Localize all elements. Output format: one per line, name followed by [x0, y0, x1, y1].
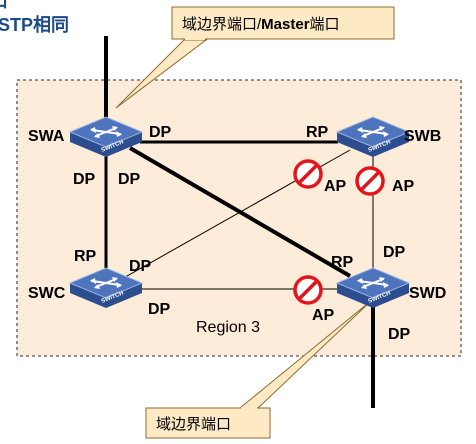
block-icon-swb-right: [355, 166, 385, 196]
callout-top-text2: Master: [261, 16, 310, 33]
switch-swa-icon: SWITCH: [69, 116, 143, 158]
switch-swc-icon: SWITCH: [69, 267, 143, 309]
region-label: Region 3: [196, 319, 260, 336]
callout-top: 域边界端口/Master端口: [115, 6, 395, 109]
port-swd-ap: AP: [312, 307, 335, 324]
port-swb-ap-right: AP: [392, 178, 415, 195]
title-line1: 口: [0, 0, 8, 11]
block-icon-swb-left: [293, 159, 323, 189]
title-line2: STP相同: [0, 15, 69, 35]
region-box: [16, 79, 462, 357]
switch-swd-name: SWD: [409, 285, 446, 302]
callout-bottom-text: 域边界端口: [156, 416, 231, 433]
port-swc-top: RP: [74, 248, 97, 265]
callout-bottom: 域边界端口: [145, 299, 373, 439]
port-swd-top-left: RP: [331, 254, 354, 271]
port-swa-bottom-right: DP: [118, 171, 141, 188]
switch-swb-name: SWB: [404, 128, 441, 145]
port-swb-left: RP: [306, 124, 329, 141]
switch-swa-name: SWA: [28, 128, 65, 145]
switch-swc-name: SWC: [28, 285, 66, 302]
port-swc-upper-right: DP: [129, 258, 152, 275]
port-swb-ap-left: AP: [324, 178, 347, 195]
port-swc-lower-right: DP: [148, 301, 171, 318]
callout-top-text3: 端口: [310, 16, 340, 33]
block-icon-swd: [293, 275, 323, 305]
svg-text:域边界端口/Master端口: 域边界端口/Master端口: [182, 16, 340, 33]
callout-top-text1: 域边界端口/: [182, 16, 262, 33]
switch-swb-icon: SWITCH: [336, 116, 410, 158]
port-swd-top-right: DP: [383, 244, 406, 261]
port-swa-right: DP: [149, 124, 172, 141]
port-swd-bottom: DP: [388, 326, 411, 343]
switch-swd-icon: SWITCH: [336, 267, 410, 309]
port-swa-bottom-left: DP: [73, 171, 96, 188]
